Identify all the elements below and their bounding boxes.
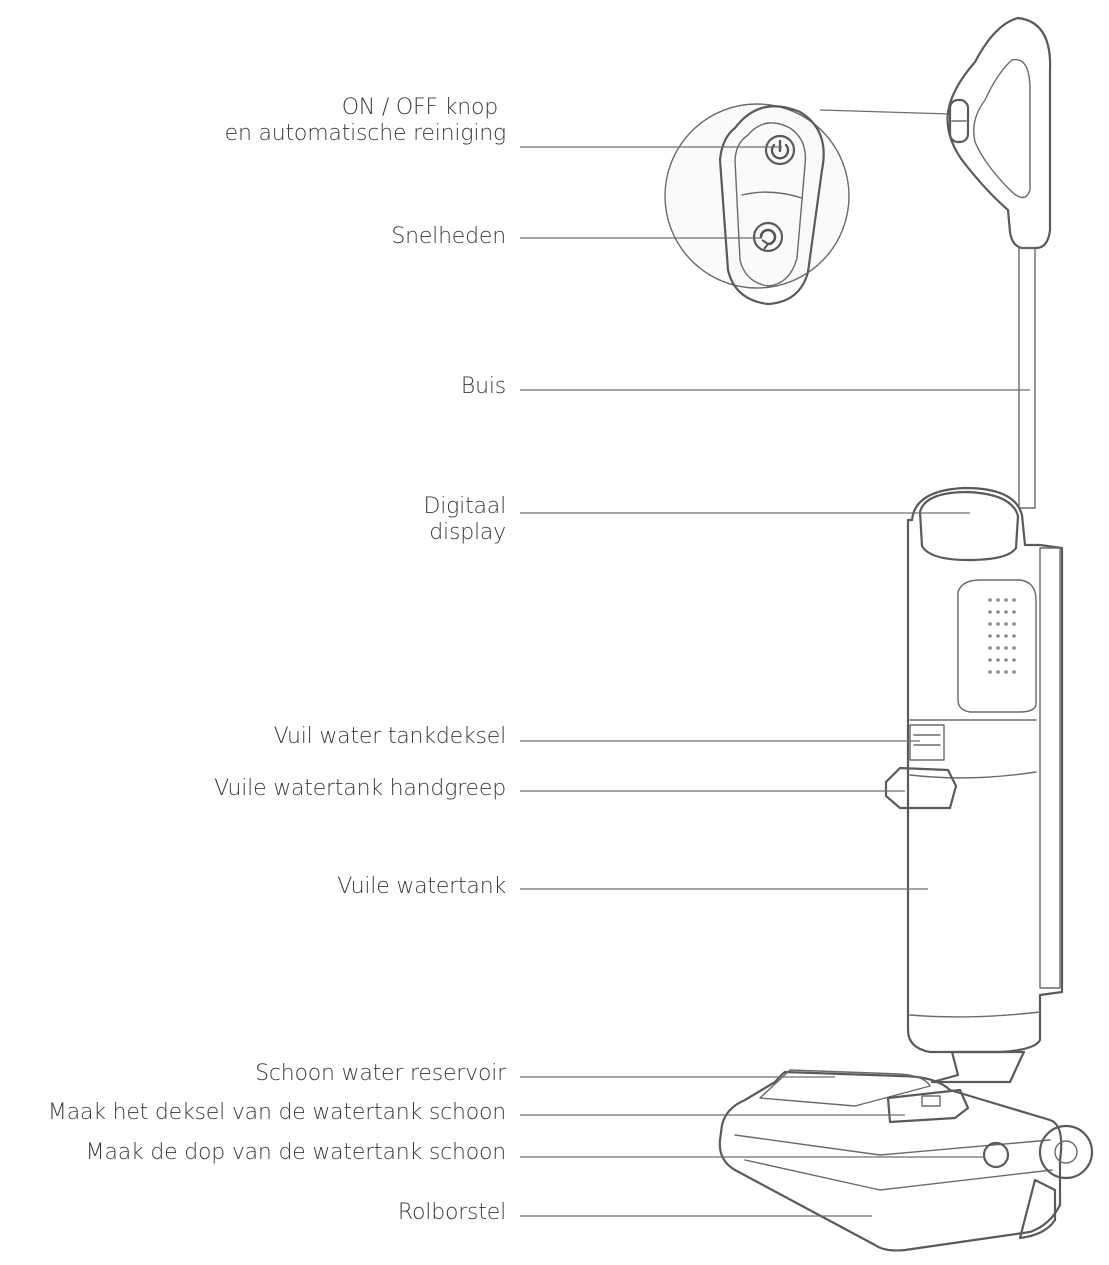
label-tube: Buis [460, 374, 506, 399]
power-icon [764, 134, 796, 166]
label-display-line2: display [429, 520, 506, 545]
label-dirty-handle: Vuile watertank handgreep [214, 776, 506, 801]
tube-drawing [1018, 247, 1036, 509]
label-speeds: Snelheden [391, 224, 506, 249]
label-on-off-line1: ON / OFF knop [341, 95, 499, 120]
label-on-off: ON / OFF knop en automatische reiniging [224, 95, 507, 147]
speed-icon [752, 221, 784, 253]
handle-drawing [946, 16, 1052, 250]
label-display-line1: Digitaal [423, 494, 507, 519]
body-drawing [884, 486, 1064, 1084]
label-dirty-tank: Vuile watertank [337, 874, 506, 899]
label-display: Digitaal display [423, 494, 507, 546]
label-roller: Rolborstel [397, 1200, 506, 1225]
label-on-off-line2: en automatische reiniging [224, 121, 507, 146]
floor-head-drawing [718, 1069, 1094, 1252]
label-clean-reservoir: Schoon water reservoir [255, 1061, 506, 1086]
leader-lines [520, 146, 1030, 1217]
label-clean-cap: Maak de dop van de watertank schoon [85, 1140, 507, 1165]
label-dirty-lid: Vuil water tankdeksel [273, 724, 507, 749]
label-clean-lid: Maak het deksel van de watertank schoon [47, 1100, 506, 1125]
button-zoom-inset [664, 103, 951, 306]
